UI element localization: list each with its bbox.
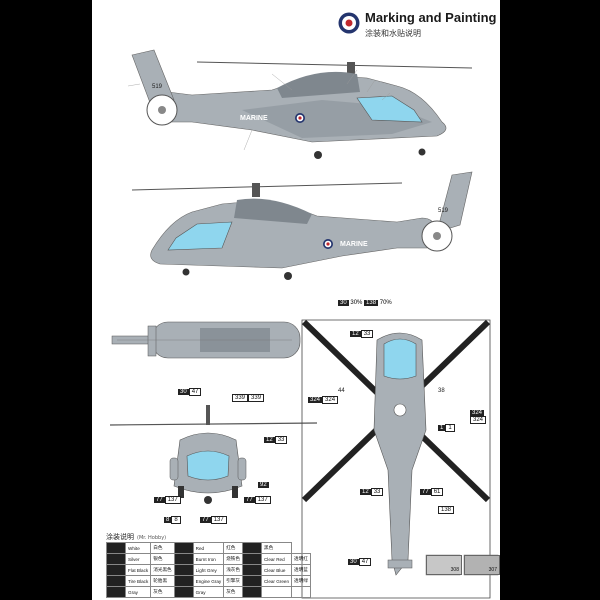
legend-cell	[173, 542, 194, 554]
roundel-logo	[338, 12, 360, 34]
chip-top-ratio: 30 30% 138 70%	[338, 300, 392, 306]
legend-cell: Red	[192, 542, 225, 554]
legend-cell: 透明绿	[291, 575, 311, 587]
legend-cell: Clear Green	[260, 575, 293, 587]
legend-cell: Gray	[124, 586, 152, 598]
legend-cell	[241, 542, 262, 554]
legend-cell: 灰色	[223, 586, 243, 598]
legend-cell	[241, 564, 262, 576]
legend-cell	[106, 575, 126, 587]
chip-plan-3: 324324	[470, 410, 500, 424]
legend-cell	[173, 586, 194, 598]
page-subtitle: 涂装和水贴说明	[365, 29, 421, 38]
legend-cell: 透明红	[291, 553, 311, 565]
tail-code-top: 519	[152, 84, 163, 90]
legend-cell: 白色	[150, 542, 175, 554]
legend-cell: Light Grey	[192, 564, 225, 576]
legend-cell: Burnt Iron	[192, 553, 225, 565]
legend-cell	[173, 564, 194, 576]
legend-cell: 黑色	[260, 542, 293, 554]
chip-plan-7: 138	[438, 506, 455, 514]
legend-cell: 透明蓝	[291, 564, 311, 576]
front-view	[109, 405, 318, 504]
legend-cell	[106, 553, 126, 565]
legend-cell: Engine Gray	[192, 575, 225, 587]
chip-front-4: 92	[258, 482, 269, 488]
legend-cell	[291, 586, 311, 598]
legend-cell	[106, 586, 126, 598]
legend-cell: 浅灰色	[223, 564, 243, 576]
legend-cell: 灰色	[150, 586, 175, 598]
legend-cell: White	[124, 542, 152, 554]
legend-cell: 消光黑色	[150, 564, 175, 576]
legend-cell: Clear Blue	[260, 564, 293, 576]
marine-text-bottom: MARINE	[340, 241, 368, 248]
tail-code-bottom: 519	[438, 208, 449, 214]
legend-cell: Tire Black	[124, 575, 152, 587]
legend-cell: Silver	[124, 553, 152, 565]
swatch-307: 307	[464, 555, 500, 575]
swatch-308: 308	[426, 555, 462, 575]
legend-cell: 红色	[223, 542, 243, 554]
marine-text-top: MARINE	[240, 115, 268, 122]
legend-cell	[260, 586, 293, 598]
legend-cell: 银色	[150, 553, 175, 565]
legend-cell	[241, 575, 262, 587]
instruction-sheet: Marking and Painting 涂装和水贴说明 519 MARINE	[92, 0, 500, 600]
legend-cell	[106, 564, 126, 576]
legend-cell	[241, 553, 262, 565]
legend-title: 涂装说明(Mr. Hobby)	[106, 533, 167, 541]
page-title: Marking and Painting	[365, 10, 497, 25]
plan-num-44: 44	[338, 388, 345, 394]
side-view-bottom: 519 MARINE	[131, 171, 473, 280]
legend-cell	[241, 586, 262, 598]
plan-view-small	[111, 321, 301, 359]
plan-num-38: 38	[438, 388, 445, 394]
legend-cell: Clear Red	[260, 553, 293, 565]
side-view-top: 519 MARINE	[127, 49, 473, 159]
legend-cell: 引擎灰	[223, 575, 243, 587]
legend-cell: Flat Black	[124, 564, 152, 576]
legend-cell	[173, 553, 194, 565]
legend-cell	[173, 575, 194, 587]
legend-cell: 轮胎黑	[150, 575, 175, 587]
legend-cell	[106, 542, 126, 554]
plan-view-large: 44 38	[301, 319, 491, 599]
legend-cell: 烧铁色	[223, 553, 243, 565]
legend-cell: Gray	[192, 586, 225, 598]
